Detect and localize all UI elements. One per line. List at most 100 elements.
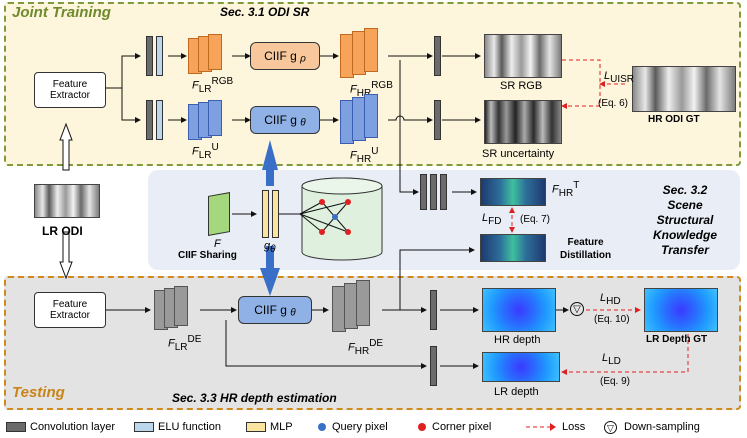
ciif-theta-text: CIIF g — [264, 113, 297, 127]
feature-extractor-line2: Extractor — [49, 310, 90, 321]
down-sampling-icon: ▽ — [570, 302, 584, 316]
feature-extractor-line1: Feature — [52, 298, 88, 310]
sr-uncertainty-label: SR uncertainty — [482, 148, 555, 160]
fd-loss-label: LFD — [482, 212, 501, 227]
lr-depth-label: LR depth — [494, 386, 539, 398]
hr-de-feature-label: FHRDE — [348, 338, 383, 357]
g-sub: θ — [270, 244, 276, 256]
hr-t-sub: HR — [558, 187, 574, 199]
lr-depth-image — [482, 352, 560, 382]
joint-training-title: Joint Training — [12, 4, 111, 21]
ciif-theta-sub: θ — [290, 307, 296, 319]
ciif-theta-test-block: CIIF g θ — [238, 296, 312, 324]
hd-loss-symbol: L — [600, 292, 607, 304]
conv-layer — [146, 36, 153, 76]
legend-elu-label: ELU function — [158, 421, 221, 433]
hr-rgb-base: F — [350, 83, 357, 96]
uisr-loss-symbol: L — [604, 70, 611, 82]
elu-function — [156, 100, 163, 140]
legend-loss-arrow — [526, 423, 556, 431]
testing-region — [4, 276, 741, 410]
f-symbol: F — [214, 238, 221, 250]
hr-t-sup: T — [573, 180, 580, 191]
legend-mlp-swatch — [246, 422, 266, 432]
lr-depth-gt-label: LR Depth GT — [646, 334, 708, 345]
hd-loss-sub: HD — [606, 296, 621, 308]
lr-de-feature-map — [174, 286, 188, 326]
legend-conv-label: Convolution layer — [30, 421, 115, 433]
lr-rgb-feature-label: FLRRGB — [192, 76, 233, 95]
hr-de-base: F — [348, 341, 355, 354]
sr-rgb-image — [484, 34, 562, 78]
transfer-title-line3: Knowledge — [652, 228, 717, 242]
f-label: F — [214, 238, 221, 250]
conv-layer — [146, 100, 153, 140]
ciif-rho-sub: ρ — [300, 53, 306, 65]
hr-depth-image — [482, 288, 556, 332]
hr-t-feature-label: FHRT — [552, 180, 579, 199]
uisr-loss-sub: UISR — [610, 74, 635, 86]
ld-loss-sub: LD — [608, 356, 621, 368]
hr-depth-label: HR depth — [494, 334, 541, 346]
ciif-theta-sub: θ — [300, 117, 306, 129]
mlp-layer — [262, 190, 269, 238]
ciif-theta-text: CIIF g — [254, 303, 287, 317]
fd-loss-sub: FD — [488, 216, 502, 228]
ld-loss-label: LLD — [602, 352, 621, 367]
legend-query-label: Query pixel — [332, 421, 388, 433]
hr-u-base: F — [350, 149, 357, 162]
feature-distillation-line2: Distillation — [560, 250, 612, 261]
elu-function — [156, 36, 163, 76]
hd-loss-label: LHD — [600, 292, 621, 307]
g-theta-label: gθ — [264, 240, 276, 255]
conv-layer — [420, 174, 427, 210]
transfer-section-title: Sec. 3.2 Scene Structural Knowledge Tran… — [640, 183, 730, 258]
hr-odi-gt-label: HR ODI GT — [648, 114, 700, 125]
ciif-rho-text: CIIF g — [264, 49, 297, 63]
g-symbol: g — [264, 240, 271, 252]
ld-loss-symbol: L — [602, 352, 609, 364]
hr-rgb-sup: RGB — [371, 80, 393, 91]
conv-layer — [430, 346, 437, 386]
lr-u-sup: U — [211, 142, 219, 153]
ciif-sharing-label: CIIF Sharing — [178, 250, 237, 261]
ld-eq-label: (Eq. 9) — [600, 376, 631, 387]
feature-distillation-line1: Feature — [567, 237, 604, 248]
lr-rgb-sub: LR — [198, 83, 212, 95]
conv-layer — [440, 174, 447, 210]
hr-de-sub: HR — [354, 345, 370, 357]
feature-extractor-line2: Extractor — [49, 90, 90, 101]
hd-eq-label: (Eq. 10) — [594, 314, 630, 325]
query-pixel-dot — [332, 214, 338, 220]
feature-distillation-label: Feature Distillation — [560, 236, 611, 262]
fd-eq-label: (Eq. 7) — [520, 214, 551, 225]
testing-title: Testing — [12, 384, 65, 401]
lr-depth-gt-image — [644, 288, 718, 332]
mlp-layer — [272, 190, 279, 238]
legend-corner-label: Corner pixel — [432, 421, 492, 433]
hr-u-sup: U — [371, 146, 379, 157]
hr-de-sup: DE — [369, 338, 384, 349]
hr-u-feature-label: FHRU — [350, 146, 378, 165]
legend-corner-dot — [418, 423, 426, 431]
hr-u-sub: HR — [356, 153, 372, 165]
conv-layer — [434, 36, 441, 76]
hr-t-base: F — [552, 183, 559, 196]
uisr-eq-label: (Eq. 6) — [598, 98, 629, 109]
lr-de-base: F — [168, 337, 175, 350]
hr-u-feature-map — [364, 94, 378, 138]
lr-u-base: F — [192, 145, 199, 158]
sr-section-title: Sec. 3.1 ODI SR — [220, 5, 310, 19]
lr-de-sup: DE — [187, 334, 202, 345]
transfer-title-line1: Sec. 3.2 — [662, 183, 708, 197]
conv-layer — [430, 174, 437, 210]
hr-odi-gt-image — [632, 66, 736, 112]
legend-elu-swatch — [134, 422, 154, 432]
corner-pixel-dot — [345, 199, 351, 205]
shared-feature-map — [208, 192, 230, 236]
depth-section-title: Sec. 3.3 HR depth estimation — [172, 391, 337, 405]
legend-query-dot — [318, 423, 326, 431]
